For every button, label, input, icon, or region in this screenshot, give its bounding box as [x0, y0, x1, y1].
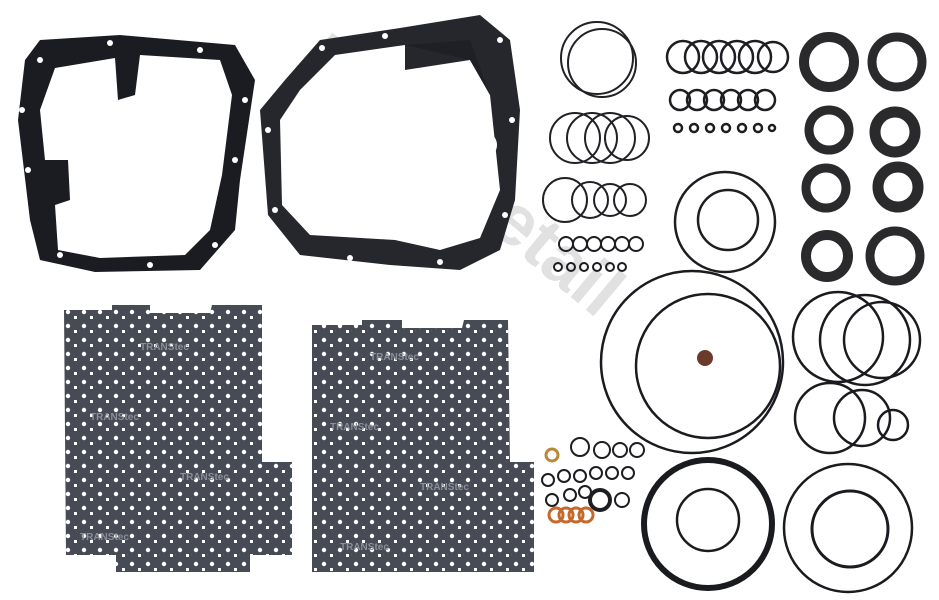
separator-plate-left: TRANStec TRANStec TRANStec TRANStec: [64, 305, 292, 572]
plate-brand-label: TRANStec: [90, 412, 139, 423]
plate-brand-label: TRANStec: [330, 422, 379, 433]
small-o-rings: [553, 236, 644, 272]
large-o-rings: [599, 269, 922, 594]
copper-washers: [547, 506, 595, 524]
gasket-middle-cover: [260, 15, 520, 270]
gasket-left-cover: [18, 35, 255, 272]
separator-plate-right: TRANStec TRANStec TRANStec TRANStec: [312, 320, 534, 572]
plate-brand-label: TRANStec: [370, 352, 419, 363]
plate-brand-label: TRANStec: [140, 342, 189, 353]
small-seal: [697, 350, 713, 366]
piston-rings: [542, 21, 650, 223]
plate-brand-label: TRANStec: [420, 482, 469, 493]
plate-brand-label: TRANStec: [340, 542, 389, 553]
plate-brand-label: TRANStec: [180, 472, 229, 483]
small-seal-kit: [541, 437, 645, 512]
o-ring-set: [665, 39, 790, 274]
oil-seals: [799, 32, 927, 286]
plate-brand-label: TRANStec: [80, 532, 129, 543]
